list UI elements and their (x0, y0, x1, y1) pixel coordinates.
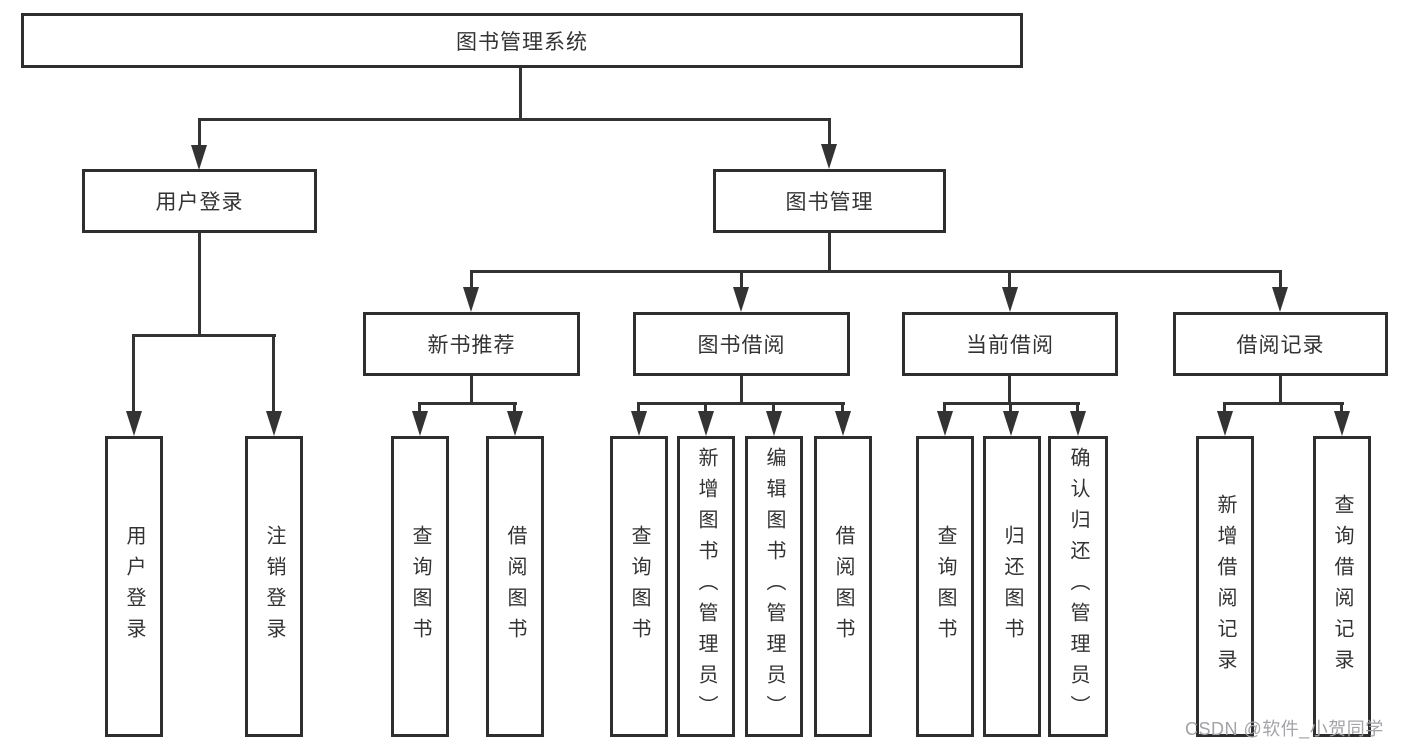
connector-arrow-shaft (132, 334, 135, 414)
leaf-query-books-current: 查询图书 (916, 436, 974, 737)
connector-arrow-shaft (1076, 402, 1079, 415)
node-new-book-recommend-label: 新书推荐 (427, 334, 516, 357)
leaf-borrow-books: 借阅图书 (814, 436, 872, 737)
leaf-logout-label: 注销登录 (263, 524, 285, 649)
arrow-down-icon (1217, 411, 1233, 436)
connector-arrow-shaft (637, 402, 640, 415)
leaf-query-borrow-record-label: 查询借阅记录 (1331, 493, 1353, 680)
arrow-down-icon (733, 287, 749, 312)
connector-arrow-shaft (1340, 402, 1343, 415)
leaf-edit-book-admin: 编辑图书（管理员） (745, 436, 803, 737)
connector-arrow-shaft (828, 118, 831, 146)
connector-arrow-shaft (418, 402, 421, 415)
node-book-borrow: 图书借阅 (633, 312, 850, 376)
leaf-query-books-borrow-label: 查询图书 (628, 524, 650, 649)
arrow-down-icon (1002, 287, 1018, 312)
node-current-borrow-label: 当前借阅 (966, 334, 1054, 357)
leaf-borrow-books-recommend-label: 借阅图书 (504, 524, 526, 649)
connector-arrow-shaft (513, 402, 516, 415)
leaf-borrow-books-recommend: 借阅图书 (486, 436, 544, 737)
node-root-label: 图书管理系统 (456, 30, 588, 54)
arrow-down-icon (1334, 411, 1350, 436)
connector-arrow-shaft (1279, 270, 1282, 290)
node-book-management-label: 图书管理 (785, 191, 874, 214)
leaf-user-login-label: 用户登录 (123, 524, 145, 649)
node-borrow-records: 借阅记录 (1173, 312, 1388, 376)
node-user-login: 用户登录 (82, 169, 317, 233)
node-root: 图书管理系统 (21, 13, 1023, 68)
connector-newbook-rail (418, 402, 517, 405)
leaf-query-books-current-label: 查询图书 (934, 524, 956, 649)
leaf-return-books: 归还图书 (983, 436, 1041, 737)
node-new-book-recommend: 新书推荐 (363, 312, 580, 376)
leaf-logout: 注销登录 (245, 436, 303, 737)
arrow-down-icon (1070, 411, 1086, 436)
leaf-query-books-borrow: 查询图书 (610, 436, 668, 737)
connector-arrow-shaft (470, 270, 473, 290)
leaf-confirm-return-admin: 确认归还（管理员） (1048, 436, 1108, 737)
leaf-add-borrow-record: 新增借阅记录 (1196, 436, 1254, 737)
node-current-borrow: 当前借阅 (902, 312, 1118, 376)
connector-borrow-stem (740, 376, 743, 405)
arrow-down-icon (507, 411, 523, 436)
leaf-borrow-books-label: 借阅图书 (832, 524, 854, 649)
node-book-management: 图书管理 (713, 169, 946, 233)
connector-arrow-shaft (772, 402, 775, 415)
connector-level3-rail (470, 270, 1282, 273)
leaf-return-books-label: 归还图书 (1001, 524, 1023, 649)
connector-arrow-shaft (1009, 402, 1012, 415)
leaf-user-login: 用户登录 (105, 436, 163, 737)
arrow-down-icon (126, 411, 142, 436)
arrow-down-icon (266, 411, 282, 436)
leaf-add-borrow-record-label: 新增借阅记录 (1214, 493, 1236, 680)
arrow-down-icon (412, 411, 428, 436)
connector-userlogin-stem (198, 233, 201, 337)
arrow-down-icon (191, 145, 207, 170)
connector-arrow-shaft (198, 118, 201, 148)
arrow-down-icon (937, 411, 953, 436)
connector-current-stem (1008, 376, 1011, 405)
connector-records-rail (1223, 402, 1344, 405)
leaf-confirm-return-admin-label: 确认归还（管理员） (1067, 447, 1089, 726)
leaf-query-borrow-record: 查询借阅记录 (1313, 436, 1371, 737)
connector-arrow-shaft (272, 334, 275, 414)
leaf-add-book-admin: 新增图书（管理员） (677, 436, 735, 737)
arrow-down-icon (631, 411, 647, 436)
node-user-login-label: 用户登录 (155, 191, 244, 214)
connector-newbook-stem (470, 376, 473, 405)
arrow-down-icon (1003, 411, 1019, 436)
node-book-borrow-label: 图书借阅 (697, 334, 786, 357)
leaf-edit-book-admin-label: 编辑图书（管理员） (763, 447, 785, 726)
leaf-add-book-admin-label: 新增图书（管理员） (695, 447, 717, 726)
leaf-query-books-recommend-label: 查询图书 (409, 524, 431, 649)
connector-bookmgmt-stem (828, 233, 831, 273)
connector-records-stem (1279, 376, 1282, 405)
watermark-text: CSDN @软件_小贺同学 (1185, 719, 1384, 739)
leaf-query-books-recommend: 查询图书 (391, 436, 449, 737)
connector-arrow-shaft (1223, 402, 1226, 415)
arrow-down-icon (463, 287, 479, 312)
connector-borrow-rail (637, 402, 845, 405)
connector-arrow-shaft (740, 270, 743, 290)
node-borrow-records-label: 借阅记录 (1236, 334, 1325, 357)
connector-arrow-shaft (841, 402, 844, 415)
connector-arrow-shaft (1008, 270, 1011, 290)
connector-userlogin-rail (132, 334, 276, 337)
arrow-down-icon (698, 411, 714, 436)
connector-root-stem (519, 68, 522, 119)
connector-arrow-shaft (704, 402, 707, 415)
arrow-down-icon (1272, 287, 1288, 312)
arrow-down-icon (835, 411, 851, 436)
arrow-down-icon (766, 411, 782, 436)
connector-arrow-shaft (943, 402, 946, 415)
connector-level2-rail (198, 118, 831, 121)
arrow-down-icon (821, 144, 837, 169)
